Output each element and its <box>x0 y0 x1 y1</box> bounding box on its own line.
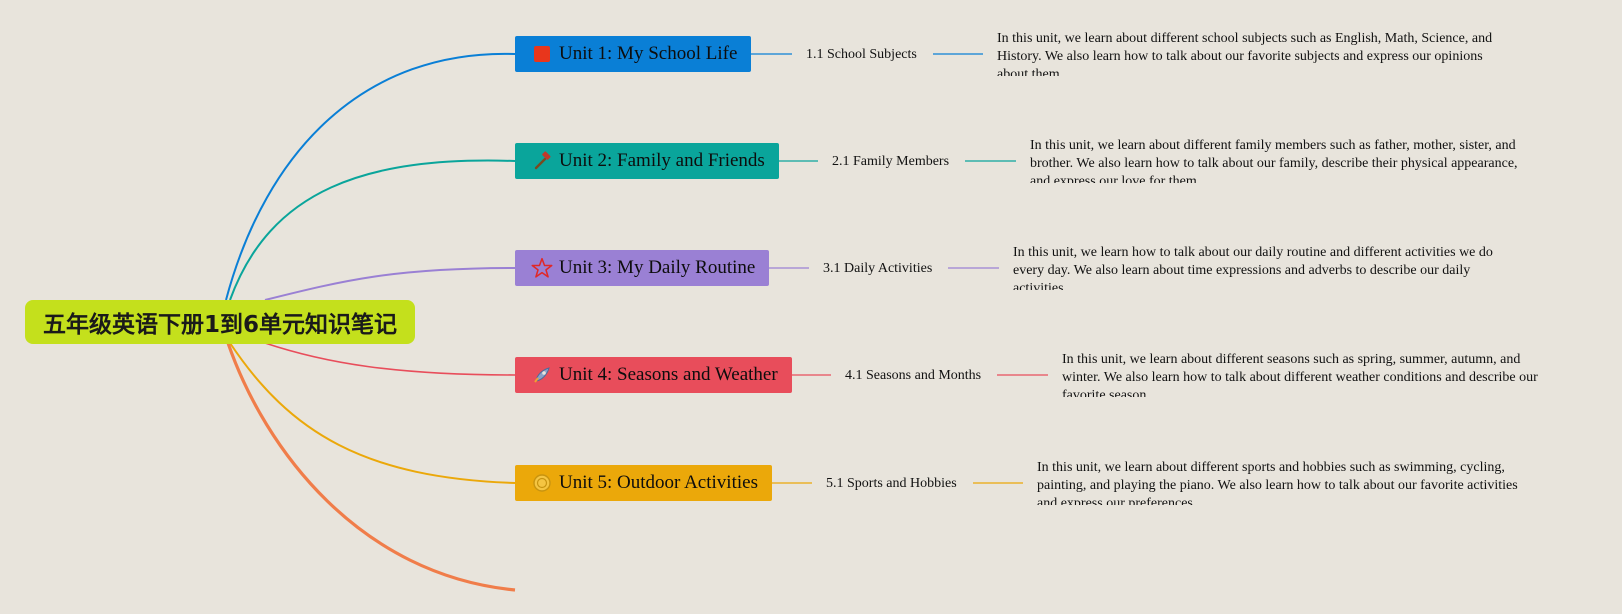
unit-1-description[interactable]: In this unit, we learn about different s… <box>997 30 1507 76</box>
branch-curve-2 <box>229 159 516 301</box>
root-topic-label: 五年级英语下册1到6单元知识笔记 <box>42 312 397 338</box>
unit-4-description[interactable]: In this unit, we learn about different s… <box>1062 351 1562 397</box>
description-text: In this unit, we learn about different f… <box>1030 138 1518 183</box>
unit-topic-label: Unit 2: Family and Friends <box>559 150 765 171</box>
root-topic[interactable]: 五年级英语下册1到6单元知识笔记 <box>25 300 415 344</box>
subtopic-label: 4.1 Seasons and Months <box>845 368 982 383</box>
hammer-icon <box>531 150 553 172</box>
subtopic-label: 3.1 Daily Activities <box>823 261 933 276</box>
unit-topic-label: Unit 3: My Daily Routine <box>559 257 756 278</box>
description-text: In this unit, we learn about different s… <box>1037 460 1518 505</box>
description-text: In this unit, we learn how to talk about… <box>1013 245 1493 290</box>
branch-curve-6 <box>226 342 516 592</box>
branch-curve-4 <box>264 342 516 376</box>
unit-topic-label: Unit 4: Seasons and Weather <box>559 364 778 385</box>
unit-3-description[interactable]: In this unit, we learn how to talk about… <box>1013 244 1513 290</box>
subtopic-3[interactable]: 3.1 Daily Activities <box>823 259 932 279</box>
unit-topic-4[interactable]: Unit 4: Seasons and Weather <box>515 357 792 393</box>
unit-2-description[interactable]: In this unit, we learn about different f… <box>1030 137 1530 183</box>
unit-topic-label: Unit 5: Outdoor Activities <box>559 472 758 493</box>
branch-curve-1 <box>225 52 516 301</box>
subtopic-1[interactable]: 1.1 School Subjects <box>806 45 917 65</box>
subtopic-4[interactable]: 4.1 Seasons and Months <box>845 366 981 386</box>
unit-topic-5[interactable]: Unit 5: Outdoor Activities <box>515 465 772 501</box>
star-icon <box>531 257 553 279</box>
rocket-icon <box>531 364 553 386</box>
subtopic-label: 2.1 Family Members <box>832 154 950 169</box>
subtopic-label: 5.1 Sports and Hobbies <box>826 476 957 491</box>
unit-5-description[interactable]: In this unit, we learn about different s… <box>1037 459 1537 505</box>
unit-topic-2[interactable]: Unit 2: Family and Friends <box>515 143 779 179</box>
description-text: In this unit, we learn about different s… <box>997 31 1493 76</box>
unit-topic-label: Unit 1: My School Life <box>559 43 738 64</box>
branch-curve-3 <box>264 267 516 301</box>
medal-icon <box>531 472 553 494</box>
unit-topic-3[interactable]: Unit 3: My Daily Routine <box>515 250 770 286</box>
subtopic-label: 1.1 School Subjects <box>806 47 917 62</box>
subtopic-5[interactable]: 5.1 Sports and Hobbies <box>826 474 957 494</box>
subtopic-2[interactable]: 2.1 Family Members <box>832 152 949 172</box>
branch-curve-5 <box>229 342 516 484</box>
red-square-icon <box>531 43 553 65</box>
unit-topic-1[interactable]: Unit 1: My School Life <box>515 36 752 72</box>
description-text: In this unit, we learn about different s… <box>1062 352 1538 397</box>
